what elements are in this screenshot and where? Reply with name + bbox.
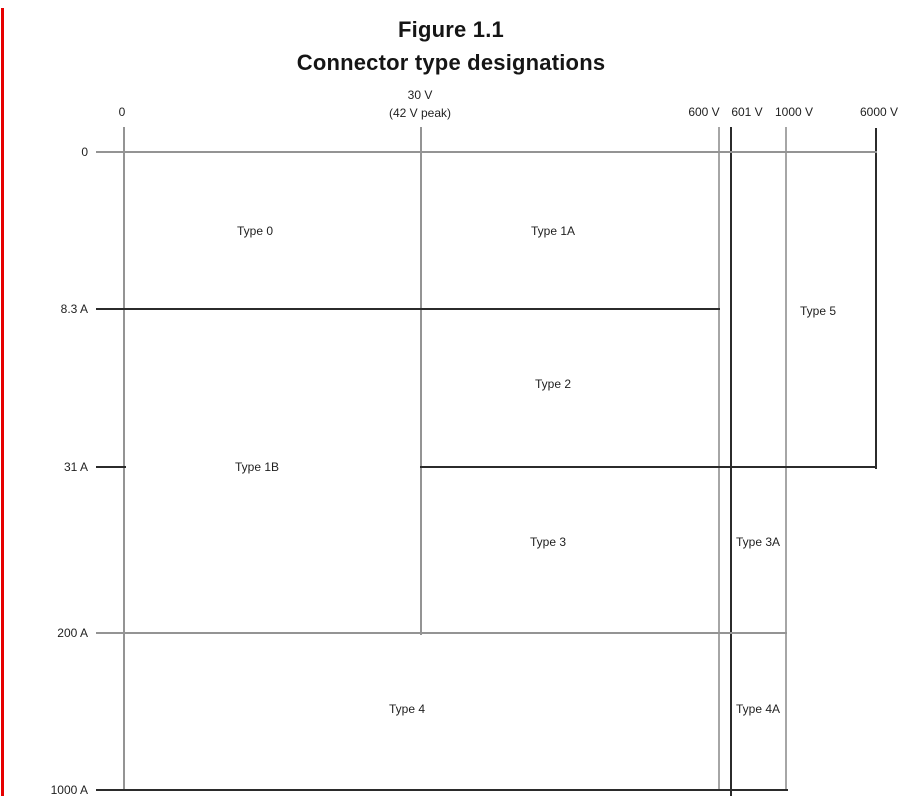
- figure-title-line1: Figure 1.1: [398, 17, 504, 42]
- line-200a: [96, 632, 787, 634]
- x-label-30v: 30 V (42 V peak): [389, 86, 451, 122]
- x-label-6000v: 6000 V: [859, 105, 899, 119]
- tick-31a: [96, 466, 126, 468]
- y-label-1000a: 1000 A: [50, 783, 88, 797]
- figure-title: Figure 1.1 Connector type designations: [297, 13, 606, 79]
- x-label-30v-main: 30 V: [407, 88, 433, 102]
- y-label-31a: 31 A: [63, 460, 88, 474]
- line-1000v: [785, 127, 787, 791]
- x-label-30v-peak: (42 V peak): [388, 106, 452, 120]
- y-label-8-3a: 8.3 A: [60, 302, 88, 316]
- x-label-601v: 601 V: [731, 105, 763, 119]
- line-0a: [96, 151, 877, 153]
- line-1000a: [96, 789, 788, 791]
- region-type-3a: Type 3A: [735, 535, 781, 549]
- axis-line-0v: [123, 127, 125, 791]
- region-type-1b: Type 1B: [234, 460, 280, 474]
- region-type-5: Type 5: [799, 304, 837, 318]
- figure-title-line2: Connector type designations: [296, 50, 606, 75]
- x-label-1000v: 1000 V: [774, 105, 814, 119]
- region-type-2: Type 2: [534, 377, 572, 391]
- region-type-4: Type 4: [388, 702, 426, 716]
- y-label-200a: 200 A: [57, 626, 88, 640]
- region-type-1a: Type 1A: [530, 224, 576, 238]
- line-6000v: [875, 128, 877, 469]
- region-type-4a: Type 4A: [735, 702, 781, 716]
- line-600v: [718, 127, 720, 791]
- line-31a: [420, 466, 877, 468]
- line-30v: [420, 127, 422, 635]
- region-type-3: Type 3: [529, 535, 567, 549]
- change-bar: [1, 8, 4, 796]
- region-type-0: Type 0: [236, 224, 274, 238]
- line-8-3a: [96, 308, 720, 310]
- line-601v: [730, 127, 732, 796]
- x-label-0v: 0: [118, 105, 126, 119]
- x-label-600v: 600 V: [688, 105, 720, 119]
- y-label-0a: 0: [81, 145, 88, 159]
